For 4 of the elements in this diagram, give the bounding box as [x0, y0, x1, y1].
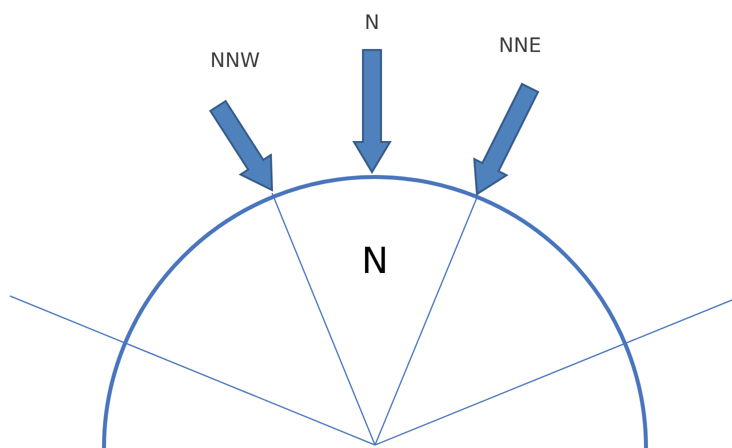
- direction-label: N: [364, 12, 380, 32]
- sector-label: N: [362, 244, 388, 280]
- direction-label: NNW: [210, 50, 260, 70]
- direction-label: NNE: [498, 35, 542, 55]
